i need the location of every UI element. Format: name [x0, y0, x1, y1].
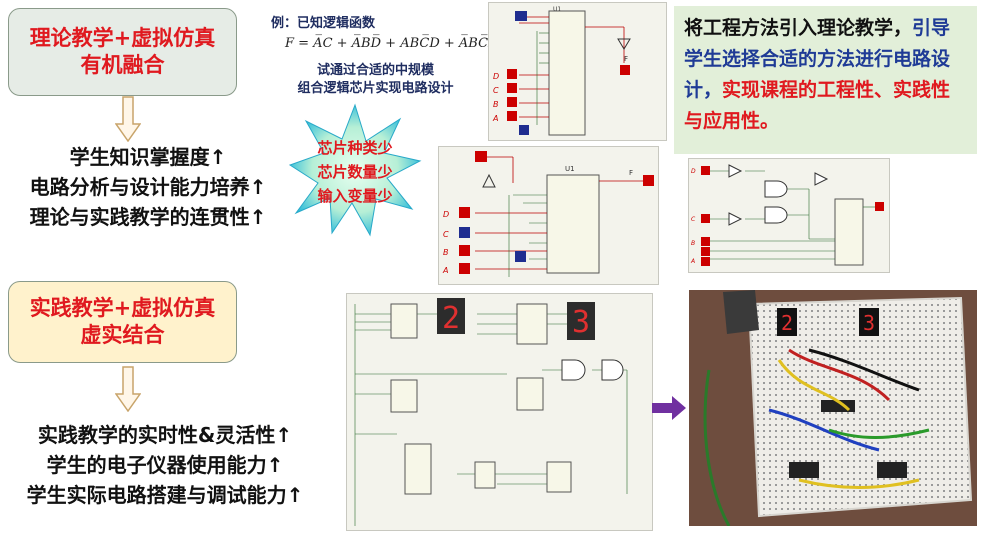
output-label: F: [629, 169, 633, 177]
burst-label: 芯片种类少 芯片数量少 输入变量少: [296, 136, 414, 208]
schematic-top: D C B A F U1: [488, 2, 667, 141]
practice-benefit-list: 实践教学的实时性&灵活性↑ 学生的电子仪器使用能力↑ 学生实际电路搭建与调试能力…: [0, 420, 330, 510]
input-label-c: C: [493, 86, 499, 95]
breadboard-photo: 2 3: [689, 290, 977, 526]
output-label: F: [624, 55, 628, 63]
input-label-b: B: [493, 100, 499, 109]
input-label-c: C: [443, 230, 449, 239]
benefit-item: 理论与实践教学的连贯性↑: [29, 205, 267, 229]
benefit-item: 学生的电子仪器使用能力↑: [46, 453, 284, 477]
input-label-a: A: [492, 114, 498, 123]
theory-topic-line2: 有机融合: [80, 53, 165, 77]
formula-note: 试通过合适的中规模 组合逻辑芯片实现电路设计: [268, 62, 483, 98]
seven-segment-digit-right: 3: [572, 305, 590, 340]
summary-part3: 实现课程的工程性、实践性与应用性。: [684, 79, 951, 132]
starburst-shape: [288, 103, 422, 237]
burst-item: 芯片种类少: [317, 139, 393, 157]
formula-note-line1: 试通过合适的中规模: [316, 63, 434, 78]
burst-item: 芯片数量少: [317, 163, 393, 181]
summary-part2: 引导学生选择合适的方法进行电路设计，: [684, 17, 951, 101]
photo-display-left: 2: [781, 311, 793, 335]
benefit-item: 实践教学的实时性&灵活性↑: [37, 423, 293, 447]
practice-topic-box: 实践教学+虚拟仿真 虚实结合: [8, 281, 237, 363]
formula-intro: 例：已知逻辑函数: [271, 16, 376, 31]
formula-note-line2: 组合逻辑芯片实现电路设计: [297, 81, 454, 96]
right-arrow-icon: [652, 396, 686, 420]
input-label-d: D: [691, 168, 696, 175]
chip-label: U1: [553, 6, 561, 13]
benefit-item: 电路分析与设计能力培养↑: [29, 175, 267, 199]
theory-topic-box: 理论教学+虚拟仿真 有机融合: [8, 8, 237, 96]
benefit-item: 学生知识掌握度↑: [69, 145, 227, 169]
practice-topic-line2: 虚实结合: [80, 323, 165, 347]
summary-box: 将工程方法引入理论教学，引导学生选择合适的方法进行电路设计，实现课程的工程性、实…: [674, 6, 977, 154]
input-label-d: D: [493, 72, 499, 81]
theory-topic-line1: 理论教学+虚拟仿真: [29, 26, 216, 50]
practice-topic-line1: 实践教学+虚拟仿真: [29, 296, 216, 320]
input-label-b: B: [443, 248, 449, 257]
formula-equation: F = A̅C + A̅BD̅ + ABC̅D + A̅BC̅D̅: [285, 36, 499, 51]
summary-part1: 将工程方法引入理论教学，: [684, 17, 913, 39]
seven-segment-digit-left: 2: [442, 301, 460, 336]
down-arrow-icon: [115, 96, 141, 142]
input-label-a: A: [442, 266, 448, 275]
schematic-display-circuit: 2 3: [346, 293, 653, 531]
photo-display-right: 3: [863, 311, 875, 335]
schematic-middle: D C B A F U1: [438, 146, 659, 285]
chip-label: U1: [565, 165, 575, 173]
input-label-a: A: [690, 258, 695, 265]
theory-benefit-list: 学生知识掌握度↑ 电路分析与设计能力培养↑ 理论与实践教学的连贯性↑: [0, 142, 296, 232]
input-label-b: B: [691, 240, 695, 247]
benefit-item: 学生实际电路搭建与调试能力↑: [26, 483, 304, 507]
down-arrow-icon: [115, 366, 141, 412]
input-label-d: D: [443, 210, 449, 219]
input-label-c: C: [691, 216, 696, 223]
schematic-gates: D C B A: [688, 158, 890, 273]
burst-item: 输入变量少: [317, 187, 393, 205]
